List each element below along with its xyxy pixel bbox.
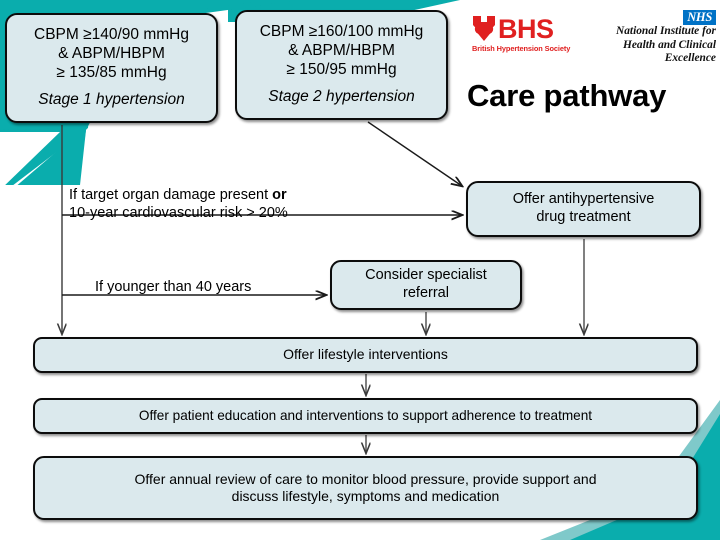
node-offer-annual-review[interactable]: Offer annual review of care to monitor b… <box>33 456 698 520</box>
stage2-line-1: CBPM ≥160/100 mmHg <box>259 22 424 40</box>
bhs-strapline: British Hypertension Society <box>472 44 571 53</box>
node-stage-1-hypertension[interactable]: CBPM ≥140/90 mmHg & ABPM/HBPM ≥ 135/85 m… <box>5 13 218 123</box>
node-stage-2-hypertension[interactable]: CBPM ≥160/100 mmHg & ABPM/HBPM ≥ 150/95 … <box>235 10 448 120</box>
node-offer-patient-education[interactable]: Offer patient education and intervention… <box>33 398 698 434</box>
stage2-line-2: & ABPM/HBPM <box>288 41 395 59</box>
node-offer-antihypertensive-drug-treatment[interactable]: Offer antihypertensive drug treatment <box>466 181 701 237</box>
nice-logo-text: National Institute for Health and Clinic… <box>598 25 716 66</box>
referral-line-1: Consider specialist <box>365 267 487 284</box>
page-title: Care pathway <box>467 78 667 113</box>
education-text: Offer patient education and intervention… <box>138 407 593 423</box>
organ-damage-line-2: 10-year cardiovascular risk > 20% <box>69 205 288 222</box>
stage1-line-1: CBPM ≥140/90 mmHg <box>34 25 189 43</box>
stage2-line-3: ≥ 150/95 mmHg <box>286 60 397 78</box>
drug-line-1: Offer antihypertensive <box>512 191 655 208</box>
stage2-label: Stage 2 hypertension <box>268 88 415 106</box>
stage1-line-3: ≥ 135/85 mmHg <box>56 63 167 81</box>
node-offer-lifestyle-interventions[interactable]: Offer lifestyle interventions <box>33 337 698 373</box>
stage1-label: Stage 1 hypertension <box>38 91 185 109</box>
organ-damage-or: or <box>272 187 287 203</box>
annual-line-1: Offer annual review of care to monitor b… <box>134 470 597 487</box>
bhs-logo: BHS British Hypertension Society <box>470 12 586 56</box>
annual-line-2: discuss lifestyle, symptoms and medicati… <box>231 488 500 504</box>
node-consider-specialist-referral[interactable]: Consider specialist referral <box>330 260 522 310</box>
nice-line-1: National Institute for <box>615 25 716 37</box>
nhs-badge: NHS <box>683 10 716 25</box>
organ-damage-line-1: If target organ damage present or <box>69 186 288 204</box>
drug-line-2: drug treatment <box>536 209 631 225</box>
nice-line-2: Health and Clinical Excellence <box>622 38 716 65</box>
branch-label-younger-than-40: If younger than 40 years <box>95 279 252 295</box>
referral-line-2: referral <box>403 285 449 301</box>
nice-logo: NHS National Institute for Health and Cl… <box>598 10 718 64</box>
lifestyle-text: Offer lifestyle interventions <box>283 346 448 363</box>
branch-label-organ-damage: If target organ damage present or 10-yea… <box>69 186 288 222</box>
svg-text:BHS: BHS <box>498 14 554 44</box>
organ-damage-text: If target organ damage present <box>69 187 269 203</box>
stage1-line-2: & ABPM/HBPM <box>58 44 165 62</box>
